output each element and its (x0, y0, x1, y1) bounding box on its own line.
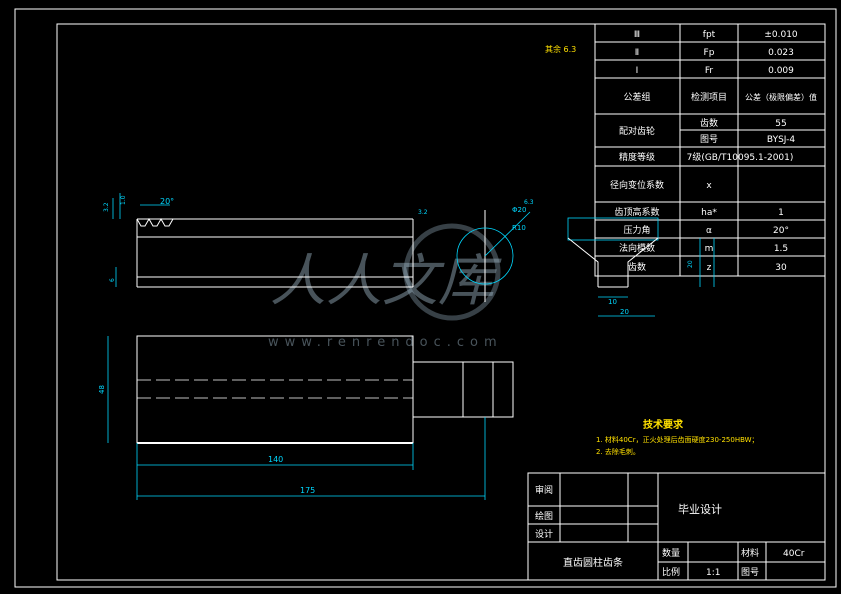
dim-10: 10 (608, 298, 617, 306)
table-cell: z (707, 263, 712, 273)
table-cell: 0.009 (768, 66, 794, 76)
tech-requirements: 技术要求 1. 材料40Cr，正火处理后齿面硬度230-250HBW； 2. 去… (596, 418, 759, 456)
table-cell: 图号 (700, 134, 718, 145)
table-cell: m (705, 244, 714, 254)
inner-frame (56, 23, 826, 581)
table-cell: 20° (773, 226, 789, 236)
table-cell: 径向变位系数 (610, 179, 664, 191)
table-cell: 压力角 (623, 224, 650, 236)
table-cell: 7级(GB/T10095.1-2001) (687, 151, 794, 163)
table-cell: 配对齿轮 (619, 125, 655, 137)
top-view: 48 140 175 (98, 335, 514, 500)
outer-frame (14, 8, 837, 588)
dim-small-b: 1.0 (120, 195, 127, 205)
part-name: 直齿圆柱齿条 (563, 556, 623, 569)
dim-small-c: 6 (109, 278, 116, 282)
dim-height: 48 (98, 385, 106, 394)
table-cell: fpt (703, 30, 716, 40)
watermark-circle-logo (403, 223, 501, 321)
table-cell: x (706, 181, 712, 191)
table-cell: ±0.010 (764, 30, 798, 40)
label-drawing-no: 图号 (741, 567, 759, 578)
scale-value: 1:1 (706, 568, 720, 578)
table-cell: 齿顶高系数 (614, 206, 659, 218)
table-cell: BYSJ-4 (767, 135, 795, 145)
table-cell: 55 (775, 119, 786, 129)
table-cell: Fp (704, 48, 715, 58)
table-cell: 公差（极限偏差）值 (745, 92, 817, 102)
table-cell: Ⅰ (636, 66, 639, 76)
table-cell: ha* (701, 208, 717, 218)
table-cell: 齿数 (628, 261, 646, 273)
watermark-brand: 人人文库 (270, 249, 502, 314)
table-cell: 1 (778, 208, 784, 218)
table-cell: Ⅱ (635, 48, 639, 58)
roughness-note: 其余 6.3 (545, 44, 576, 54)
dim-20: 20 (620, 308, 629, 316)
table-cell: Ⅲ (634, 30, 640, 40)
table-cell: 30 (775, 263, 787, 273)
label-review: 审阅 (535, 484, 553, 496)
dim-175: 175 (300, 486, 315, 495)
roughness-b: 6.3 (524, 199, 534, 206)
label-material: 材料 (741, 547, 759, 559)
table-cell: 法向模数 (619, 242, 655, 254)
dim-140: 140 (268, 455, 283, 464)
tech-line-2: 2. 去除毛刺。 (596, 447, 640, 456)
watermark: 人人文库 www.renrendoc.com (268, 223, 503, 350)
label-scale: 比例 (662, 566, 680, 578)
section-view: 10 20 20 (567, 217, 715, 317)
table-cell: α (706, 226, 712, 236)
table-cell: 检测项目 (691, 91, 727, 103)
label-drawing: 绘图 (535, 510, 553, 522)
watermark-url: www.renrendoc.com (268, 335, 503, 350)
table-cell: 1.5 (774, 244, 788, 254)
table-cell: 齿数 (700, 117, 718, 129)
table-cell: 公差组 (623, 91, 650, 103)
dim-angle: 20° (160, 197, 174, 206)
project-name: 毕业设计 (678, 503, 722, 516)
side-view: Φ20 R10 6.3 (456, 199, 534, 302)
roughness-a: 3.2 (418, 209, 428, 216)
tech-title: 技术要求 (643, 418, 684, 431)
material-value: 40Cr (783, 549, 805, 559)
tech-line-1: 1. 材料40Cr，正火处理后齿面硬度230-250HBW； (596, 435, 759, 444)
front-view: 3.2 1.0 6 20° 3.2 (103, 193, 428, 288)
dim-r10: R10 (512, 224, 526, 232)
table-cell: Fr (705, 66, 714, 76)
table-cell: 0.023 (768, 48, 794, 58)
dim-small-a: 3.2 (103, 202, 110, 212)
table-cell: 精度等级 (619, 151, 655, 163)
label-design: 设计 (535, 528, 553, 540)
dim-phi: Φ20 (512, 206, 526, 214)
params-table: Ⅲ fpt ±0.010 Ⅱ Fp 0.023 Ⅰ Fr 0.009 公差组 检… (594, 23, 826, 277)
title-block: 审阅 绘图 设计 毕业设计 直齿圆柱齿条 数量 比例 1:1 材料 40Cr 图… (527, 472, 826, 581)
dim-section-h: 20 (687, 260, 694, 268)
label-qty: 数量 (662, 547, 680, 559)
